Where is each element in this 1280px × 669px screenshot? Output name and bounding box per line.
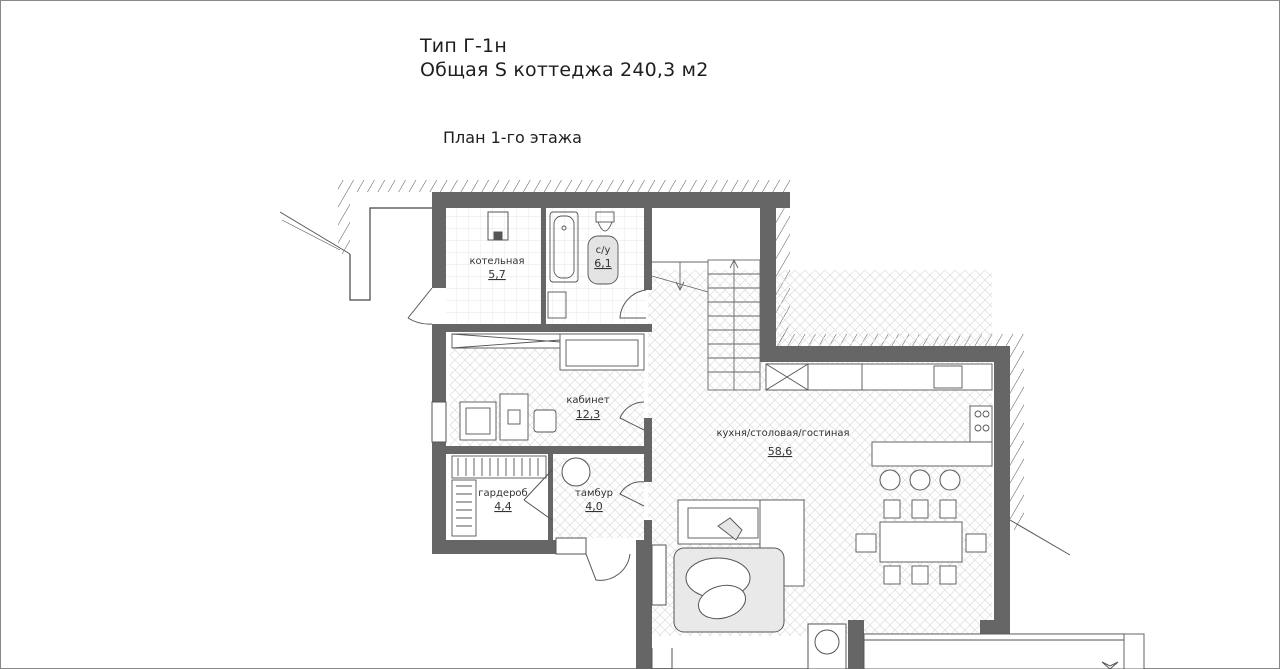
office-area: 12,3: [576, 408, 601, 421]
north-arrow-icon: [1101, 661, 1119, 669]
vestibule-round-table: [561, 457, 591, 487]
wardrobe-name: гардероб: [478, 488, 527, 499]
poufs: [685, 557, 751, 620]
title-block: Тип Г-1н Общая S коттеджа 240,3 м2: [420, 34, 709, 82]
floor-plan-title: План 1-го этажа: [443, 128, 582, 147]
boiler-room-name: котельная: [469, 256, 524, 267]
kitchen-counters: [765, 363, 993, 467]
dining-table: [855, 499, 987, 585]
wardrobe-rails: [451, 455, 547, 537]
bar-stools: [879, 469, 961, 491]
office-furniture: [451, 333, 645, 441]
boiler-room-area: 5,7: [488, 268, 506, 281]
armchair: [807, 623, 847, 669]
entry-step: [651, 648, 673, 669]
vestibule-area: 4,0: [585, 500, 603, 513]
terrace: [863, 633, 1145, 669]
retaining-wall: [349, 207, 432, 301]
boiler-equipment: [487, 211, 509, 241]
vestibule-name: тамбур: [575, 488, 613, 499]
boiler-room-floor: [446, 208, 542, 324]
total-area: Общая S коттеджа 240,3 м2: [420, 59, 709, 81]
staircase: [651, 258, 761, 391]
bathroom-fixtures: [547, 211, 619, 319]
office-name: кабинет: [566, 395, 610, 406]
living-area: 58,6: [768, 445, 793, 458]
windows: [431, 401, 667, 606]
doors: [407, 287, 647, 581]
bathroom-name: с/у: [596, 245, 611, 256]
house-type: Тип Г-1н: [420, 35, 507, 57]
living-name: кухня/столовая/гостиная: [716, 428, 849, 439]
wardrobe-area: 4,4: [494, 500, 512, 513]
walls: [432, 192, 1010, 669]
bathroom-area: 6,1: [594, 257, 612, 270]
